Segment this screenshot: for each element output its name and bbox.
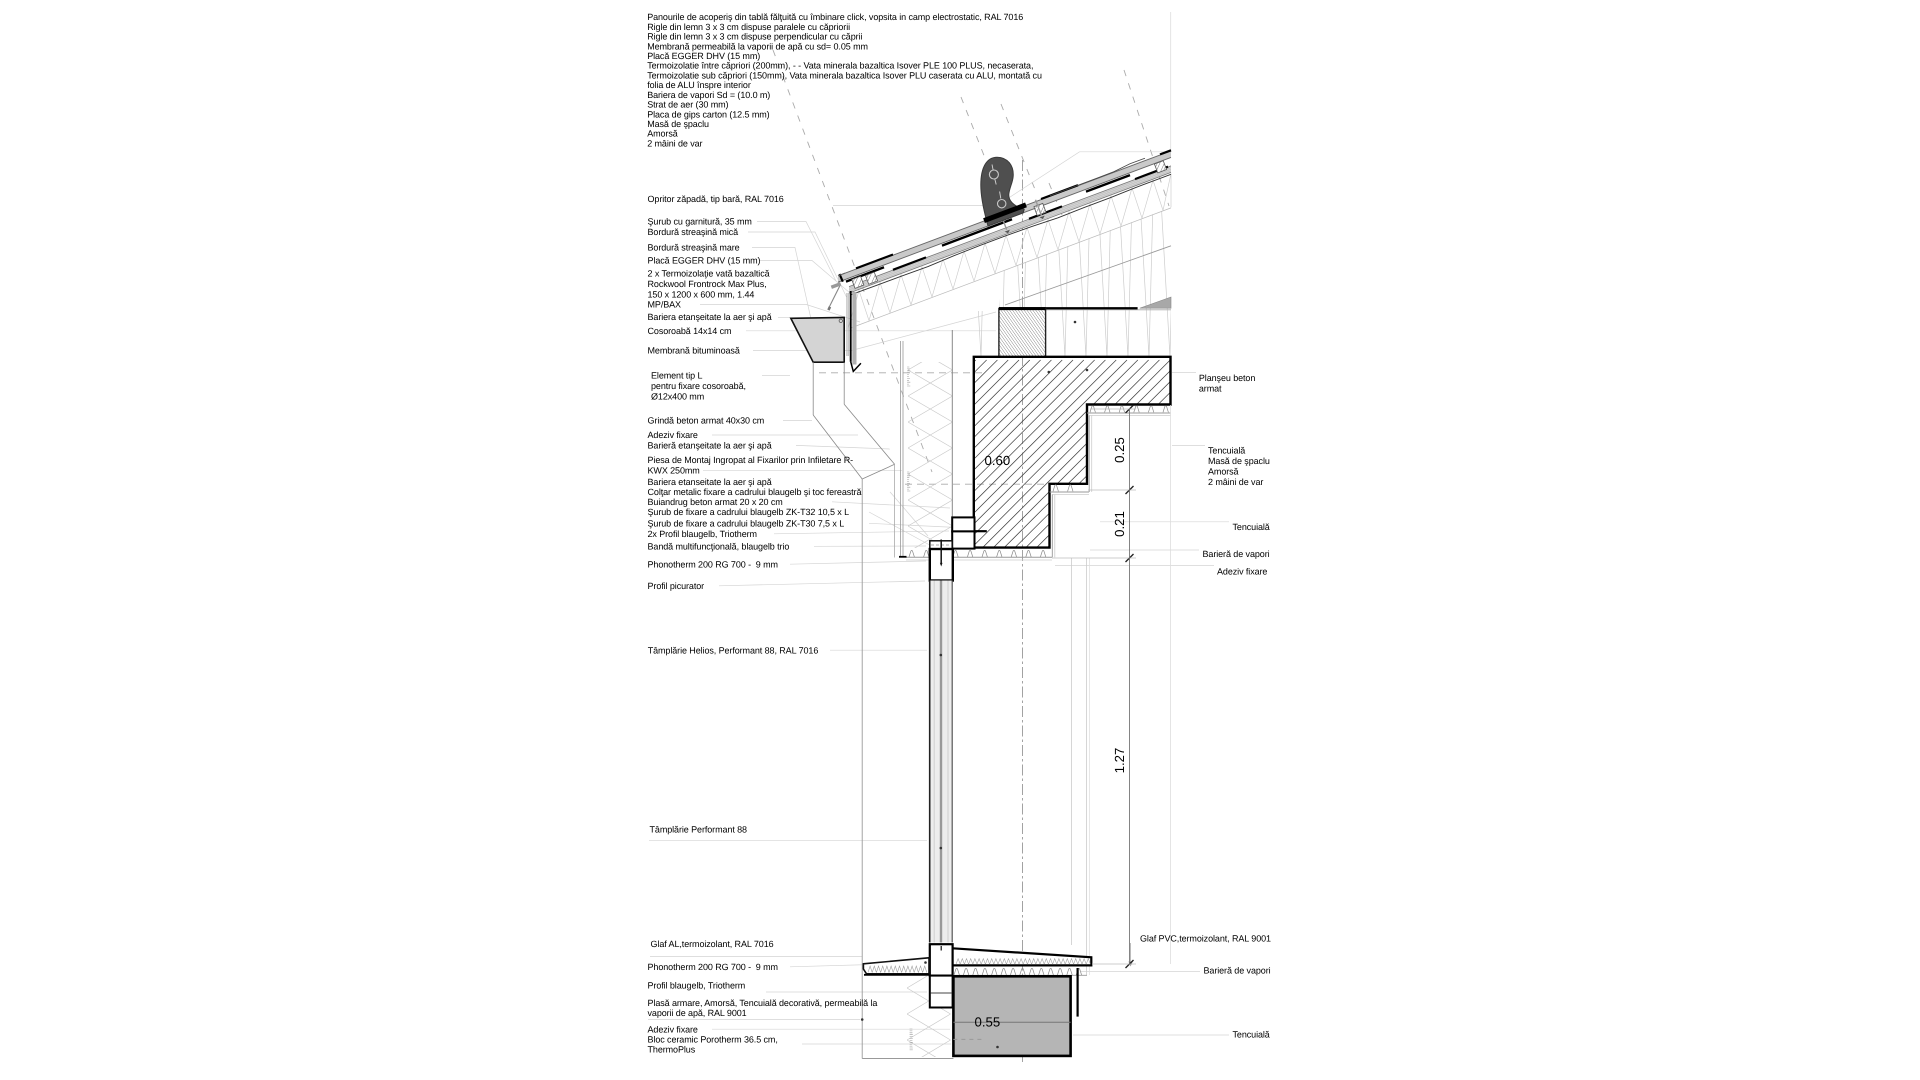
svg-text:Plasă armare, Amorsă, Tencuial: Plasă armare, Amorsă, Tencuială decorati… (648, 998, 878, 1008)
svg-text:MP/BAX: MP/BAX (648, 300, 682, 310)
svg-text:Şurub cu garnitură, 35 mm: Şurub cu garnitură, 35 mm (648, 217, 752, 227)
svg-text:Planşeu beton: Planşeu beton (1199, 373, 1255, 383)
svg-text:Tencuială: Tencuială (1233, 1030, 1270, 1040)
svg-text:0.21: 0.21 (1112, 511, 1127, 537)
svg-text:Tâmplărie Performant 88: Tâmplărie Performant 88 (650, 824, 748, 834)
svg-text:ThermoPlus: ThermoPlus (648, 1044, 696, 1054)
svg-text:Profil picurator: Profil picurator (648, 581, 705, 591)
svg-text:Rigle din lemn 3 x 3 cm dispus: Rigle din lemn 3 x 3 cm dispuse paralele… (647, 22, 850, 32)
svg-text:Phonotherm 200 RG 700 - 9 mm: Phonotherm 200 RG 700 - 9 mm (648, 559, 778, 569)
svg-text:folia de ALU înspre interior: folia de ALU înspre interior (647, 80, 751, 90)
svg-text:Placă EGGER DHV (15 mm): Placă EGGER DHV (15 mm) (647, 51, 760, 61)
svg-text:Amorsă: Amorsă (647, 129, 678, 139)
svg-text:Barieră etanşeitate la aer şi: Barieră etanşeitate la aer şi apă (648, 441, 772, 451)
svg-text:Glaf AL,termoizolant, RAL 7016: Glaf AL,termoizolant, RAL 7016 (651, 939, 774, 949)
svg-text:Buiandrug beton armat 20 x 20: Buiandrug beton armat 20 x 20 cm (648, 497, 783, 507)
svg-text:Tencuială: Tencuială (1208, 446, 1245, 456)
svg-text:Termoizolatie sub căpriori (15: Termoizolatie sub căpriori (150mm), Vata… (647, 70, 1042, 80)
svg-text:Amorsă: Amorsă (1208, 467, 1239, 477)
svg-text:1.27: 1.27 (1112, 748, 1127, 774)
svg-text:Profil blaugelb, Triotherm: Profil blaugelb, Triotherm (648, 980, 746, 990)
svg-text:KWX 250mm: KWX 250mm (648, 466, 700, 476)
svg-text:Bordură streaşină mică: Bordură streaşină mică (648, 227, 739, 237)
svg-text:Piesa de Montaj Ingropat al Fi: Piesa de Montaj Ingropat al Fixarilor pr… (648, 455, 854, 465)
svg-text:Bariera etanseitate la aer şi: Bariera etanseitate la aer şi apă (648, 477, 772, 487)
svg-text:0.55: 0.55 (975, 1014, 1001, 1029)
svg-text:Colţar metalic fixare a cadrul: Colţar metalic fixare a cadrului blaugel… (648, 487, 862, 497)
svg-text:Masă de şpaclu: Masă de şpaclu (1208, 456, 1270, 466)
svg-text:2x Profil blaugelb, Triotherm: 2x Profil blaugelb, Triotherm (648, 529, 757, 539)
svg-text:Element tip L: Element tip L (651, 371, 702, 381)
svg-text:2 mâini de var: 2 mâini de var (647, 139, 702, 149)
svg-text:Ø12x400 mm: Ø12x400 mm (651, 392, 704, 402)
svg-text:Placa de gips carton (12.5 mm): Placa de gips carton (12.5 mm) (647, 109, 769, 119)
svg-text:0.60: 0.60 (985, 453, 1011, 468)
svg-text:Glaf PVC,termoizolant, RAL 900: Glaf PVC,termoizolant, RAL 9001 (1140, 934, 1271, 944)
svg-text:pentru fixare cosoroabă,: pentru fixare cosoroabă, (651, 381, 746, 391)
svg-text:armat: armat (1199, 384, 1222, 394)
svg-text:Rockwool Frontrock Max Plus,: Rockwool Frontrock Max Plus, (648, 279, 767, 289)
svg-text:2 x Termoizolaţie vată bazalti: 2 x Termoizolaţie vată bazaltică (648, 269, 770, 279)
svg-text:Placă EGGER DHV (15 mm): Placă EGGER DHV (15 mm) (648, 256, 761, 266)
svg-text:Bariera etanşeitate la aer şi: Bariera etanşeitate la aer şi apă (648, 312, 772, 322)
svg-text:Tencuială: Tencuială (1233, 522, 1270, 532)
svg-text:2 mâini de var: 2 mâini de var (1208, 477, 1263, 487)
svg-text:Membrană permeabilă la vaporii: Membrană permeabilă la vaporii de apă cu… (647, 41, 868, 51)
svg-text:Adeziv fixare: Adeziv fixare (1217, 567, 1267, 577)
svg-text:Şurub de fixare a cadrului bla: Şurub de fixare a cadrului blaugelb ZK-T… (648, 507, 850, 517)
svg-text:Tâmplărie Helios, Performant 8: Tâmplărie Helios, Performant 88, RAL 701… (648, 645, 819, 655)
svg-text:Strat de aer (30 mm): Strat de aer (30 mm) (647, 100, 728, 110)
svg-text:Adeziv fixare: Adeziv fixare (648, 430, 698, 440)
svg-text:Barieră de vapori: Barieră de vapori (1204, 966, 1271, 976)
svg-text:Grindă beton armat 40x30 cm: Grindă beton armat 40x30 cm (648, 416, 765, 426)
svg-text:Masă de şpaclu: Masă de şpaclu (647, 119, 709, 129)
svg-text:Bordură streaşină mare: Bordură streaşină mare (648, 243, 740, 253)
svg-text:Rigle din lemn 3 x 3 cm dispus: Rigle din lemn 3 x 3 cm dispuse perpendi… (647, 32, 862, 42)
svg-text:Membrană bituminoasă: Membrană bituminoasă (648, 346, 740, 356)
svg-text:Şurub de fixare a cadrului bla: Şurub de fixare a cadrului blaugelb ZK-T… (648, 519, 845, 529)
svg-text:150 x 1200 x 600 mm, 1.44: 150 x 1200 x 600 mm, 1.44 (648, 289, 755, 299)
svg-text:Barieră de vapori: Barieră de vapori (1203, 549, 1270, 559)
svg-text:Bariera de vapori Sd = (10.0 m: Bariera de vapori Sd = (10.0 m) (647, 90, 770, 100)
svg-text:Opritor zăpadă, tip bară, RAL: Opritor zăpadă, tip bară, RAL 7016 (648, 194, 784, 204)
svg-text:Phonotherm 200 RG 700 - 9 mm: Phonotherm 200 RG 700 - 9 mm (648, 962, 778, 972)
svg-text:Bloc ceramic Porotherm 36.5 cm: Bloc ceramic Porotherm 36.5 cm, (648, 1035, 778, 1045)
svg-text:0.25: 0.25 (1112, 437, 1127, 463)
svg-text:vaporii de apă, RAL 9001: vaporii de apă, RAL 9001 (648, 1008, 747, 1018)
svg-text:Cosoroabă 14x14 cm: Cosoroabă 14x14 cm (648, 326, 732, 336)
svg-text:Termoizolatie între căpriori (: Termoizolatie între căpriori (200mm), - … (647, 61, 1033, 71)
svg-text:Bandă multifuncţională, blauge: Bandă multifuncţională, blaugelb trio (648, 542, 790, 552)
svg-text:Panourile de acoperiş din tabl: Panourile de acoperiş din tablă fălţuită… (647, 12, 1023, 22)
svg-text:Adeziv fixare: Adeziv fixare (648, 1024, 698, 1034)
